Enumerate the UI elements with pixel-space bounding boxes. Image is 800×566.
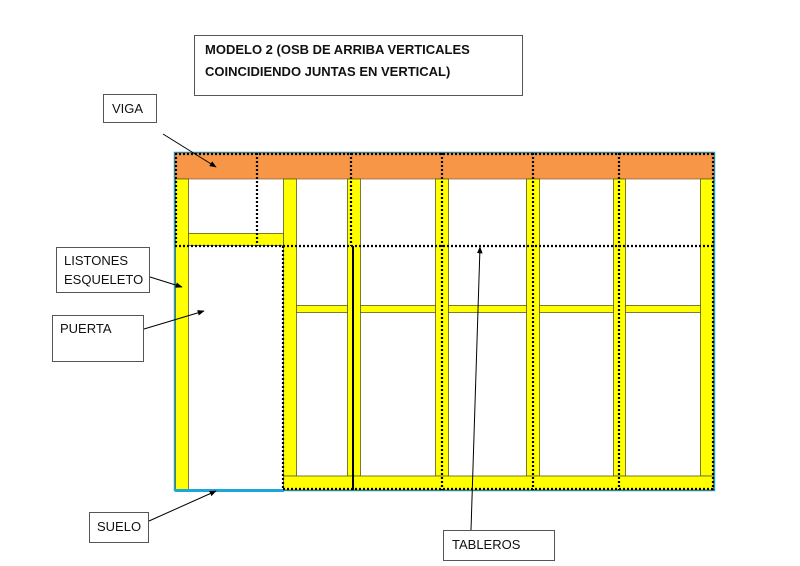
viga-label: VIGA (112, 101, 144, 116)
tableros-label: TABLEROS (452, 537, 521, 552)
arrow-listones (149, 276, 183, 288)
noggin-1 (296, 305, 348, 313)
arrow-viga (162, 133, 217, 168)
stud-right (700, 178, 714, 477)
noggin-4 (539, 305, 614, 313)
puerta-label: PUERTA (60, 321, 112, 336)
noggin-3 (448, 305, 527, 313)
stud-4 (526, 178, 540, 477)
title-line-2: COINCIDIENDO JUNTAS EN VERTICAL) (205, 64, 451, 79)
listones-label: LISTONES ESQUELETO (64, 253, 144, 287)
puerta-label-box: PUERTA (52, 315, 144, 362)
viga-label-box: VIGA (103, 94, 157, 123)
arrow-puerta (143, 310, 205, 330)
suelo-label: SUELO (97, 519, 142, 534)
noggin-2 (360, 305, 436, 313)
arrow-suelo (148, 490, 217, 522)
noggin-5 (625, 305, 701, 313)
title-line-1: MODELO 2 (OSB DE ARRIBA VERTICALES (205, 42, 470, 57)
stud-door (283, 178, 297, 477)
stud-left (175, 178, 189, 491)
arrow-tableros (470, 246, 483, 531)
suelo-label-box: SUELO (89, 512, 149, 543)
door-header (188, 233, 284, 246)
beam-viga (174, 152, 715, 180)
stud-5 (613, 178, 626, 477)
title-box: MODELO 2 (OSB DE ARRIBA VERTICALES COINC… (194, 35, 523, 96)
listones-label-box: LISTONES ESQUELETO (56, 247, 150, 293)
tableros-label-box: TABLEROS (443, 530, 555, 561)
stud-3 (435, 178, 449, 477)
